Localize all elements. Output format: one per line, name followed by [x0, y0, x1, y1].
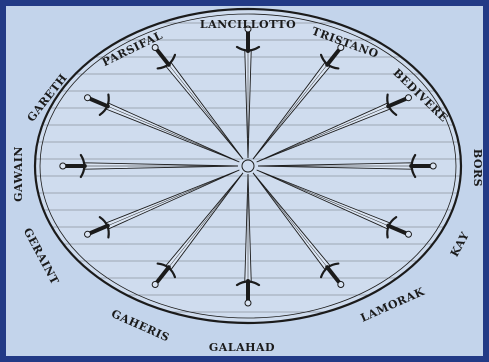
- label-gaheris: GAHERIS: [109, 307, 171, 344]
- label-bors: BORS: [471, 149, 483, 187]
- label-kay: KAY: [448, 230, 472, 259]
- table-center: [242, 160, 254, 172]
- label-lancillotto: LANCILLOTTO: [200, 18, 296, 31]
- label-galahad: GALAHAD: [209, 341, 275, 354]
- illustration-panel: LANCILLOTTO TRISTANO BEDIVERE BORS KAY L…: [6, 6, 483, 356]
- label-gawain: GAWAIN: [12, 146, 25, 202]
- round-table-illustration: LANCILLOTTO TRISTANO BEDIVERE BORS KAY L…: [6, 6, 483, 356]
